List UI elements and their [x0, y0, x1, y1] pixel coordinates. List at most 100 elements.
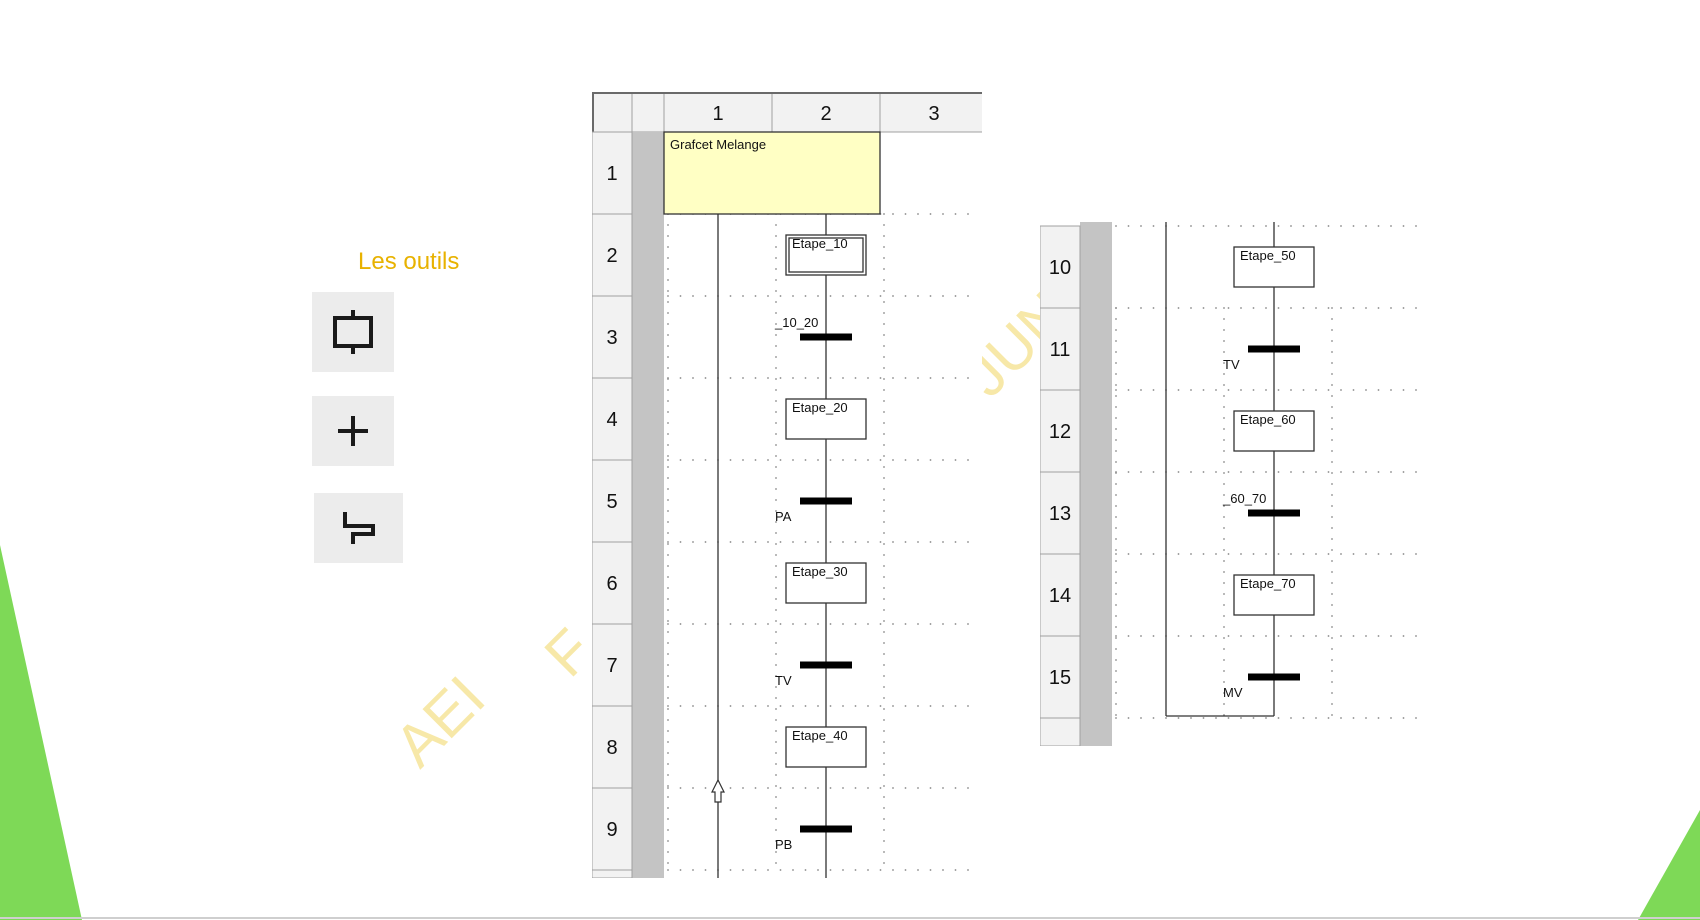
transition-bar[interactable] [800, 333, 852, 341]
grid-dot [1331, 307, 1333, 309]
grid-dot [904, 377, 907, 379]
grid-dot [1223, 406, 1225, 408]
row-header-15[interactable] [1040, 635, 1081, 719]
grid-dot [742, 869, 744, 871]
transition-tv[interactable]: TV [1223, 345, 1300, 373]
grid-dot [929, 705, 932, 707]
link-tool-button[interactable] [314, 493, 403, 563]
grafcet-editor-continuation[interactable]: 101112131415Etape_50Etape_60Etape_70TV_6… [1040, 222, 1430, 746]
step-etape_30[interactable]: Etape_30 [785, 562, 867, 604]
transition-bar[interactable] [800, 825, 852, 833]
grid-dot [1127, 225, 1130, 227]
grid-dot [667, 774, 669, 776]
grid-dot [867, 459, 869, 461]
step-tool-button[interactable] [312, 292, 394, 372]
step-etape_60[interactable]: Etape_60 [1233, 410, 1315, 452]
step-etape_70[interactable]: Etape_70 [1233, 574, 1315, 616]
grid-dot [704, 541, 707, 543]
transition-pb[interactable]: PB [775, 825, 852, 853]
row-header-8[interactable] [592, 705, 633, 789]
transition-bar[interactable] [1248, 509, 1300, 517]
transition-1020[interactable]: _10_20 [774, 315, 852, 341]
grid-dot [1352, 717, 1355, 719]
grid-dot [667, 705, 669, 707]
grid-dot [1240, 307, 1242, 309]
grid-dot [817, 787, 819, 789]
grid-dot [667, 642, 669, 644]
grid-dot [1331, 395, 1333, 397]
row-header-10[interactable] [1040, 225, 1081, 309]
grid-dot [1402, 389, 1405, 391]
grid-dot [867, 623, 869, 625]
column-header-3[interactable] [879, 92, 982, 133]
transition-pa[interactable]: PA [775, 497, 852, 525]
grid-dot [1223, 494, 1225, 496]
grid-dot [942, 541, 944, 543]
row-header-11[interactable] [1040, 307, 1081, 391]
row-header-9[interactable] [592, 787, 633, 871]
grid-dot [1115, 571, 1117, 573]
grid-dot [883, 796, 885, 798]
grid-dot [1265, 553, 1267, 555]
row-header-13[interactable] [1040, 471, 1081, 555]
transition-bar[interactable] [800, 661, 852, 669]
step-box[interactable] [1233, 574, 1315, 616]
step-box[interactable] [785, 234, 867, 276]
transition-mv[interactable]: MV [1223, 673, 1300, 701]
transition-tv[interactable]: TV [775, 661, 852, 689]
grid-dot [904, 705, 907, 707]
grid-dot [883, 279, 885, 281]
grid-dot [883, 444, 885, 446]
row-header-1[interactable] [592, 131, 633, 215]
grid-dot [1302, 553, 1305, 555]
grid-dot [1331, 527, 1333, 529]
grid-dot [829, 541, 832, 543]
transition-bar[interactable] [1248, 345, 1300, 353]
step-etape_10[interactable]: Etape_10 [785, 234, 867, 276]
grid-dot [1115, 505, 1117, 507]
step-box[interactable] [785, 562, 867, 604]
grid-dot [883, 224, 885, 226]
grid-dot [1352, 225, 1355, 227]
grid-dot [779, 541, 782, 543]
grid-dot [942, 623, 944, 625]
row-header-4[interactable] [592, 377, 633, 461]
grid-dot [954, 213, 957, 215]
column-header-2[interactable] [771, 92, 881, 133]
grid-dot [883, 653, 885, 655]
grid-dot [667, 279, 669, 281]
step-box[interactable] [785, 726, 867, 768]
row-header-12[interactable] [1040, 389, 1081, 473]
row-header-5[interactable] [592, 459, 633, 543]
transition-6070[interactable]: _60_70 [1222, 491, 1300, 517]
grid-dot [667, 840, 669, 842]
step-box[interactable] [785, 398, 867, 440]
grid-dot [1223, 340, 1225, 342]
step-label: Etape_60 [1240, 412, 1296, 427]
comment-box[interactable] [663, 131, 881, 215]
step-etape_40[interactable]: Etape_40 [785, 726, 867, 768]
watermark-text-1: AEI [382, 663, 498, 779]
row-header-7[interactable] [592, 623, 633, 707]
step-box[interactable] [1233, 410, 1315, 452]
grid-dot [883, 312, 885, 314]
row-header-6[interactable] [592, 541, 633, 625]
grid-dot [1140, 635, 1142, 637]
grid-dot [1115, 659, 1117, 661]
grid-dot [779, 705, 782, 707]
step-box[interactable] [1233, 246, 1315, 288]
grid-dot [1177, 307, 1180, 309]
grid-dot [883, 521, 885, 523]
grid-dot [704, 787, 707, 789]
row-header-2[interactable] [592, 213, 633, 297]
transition-tool-button[interactable] [312, 396, 394, 466]
grid-dot [775, 664, 777, 666]
transition-bar[interactable] [800, 497, 852, 505]
row-number-1: 1 [606, 163, 617, 185]
grid-dot [775, 532, 777, 534]
grid-dot [1315, 553, 1317, 555]
step-etape_20[interactable]: Etape_20 [785, 398, 867, 440]
step-etape_50[interactable]: Etape_50 [1233, 246, 1315, 288]
transition-bar[interactable] [1248, 673, 1300, 681]
